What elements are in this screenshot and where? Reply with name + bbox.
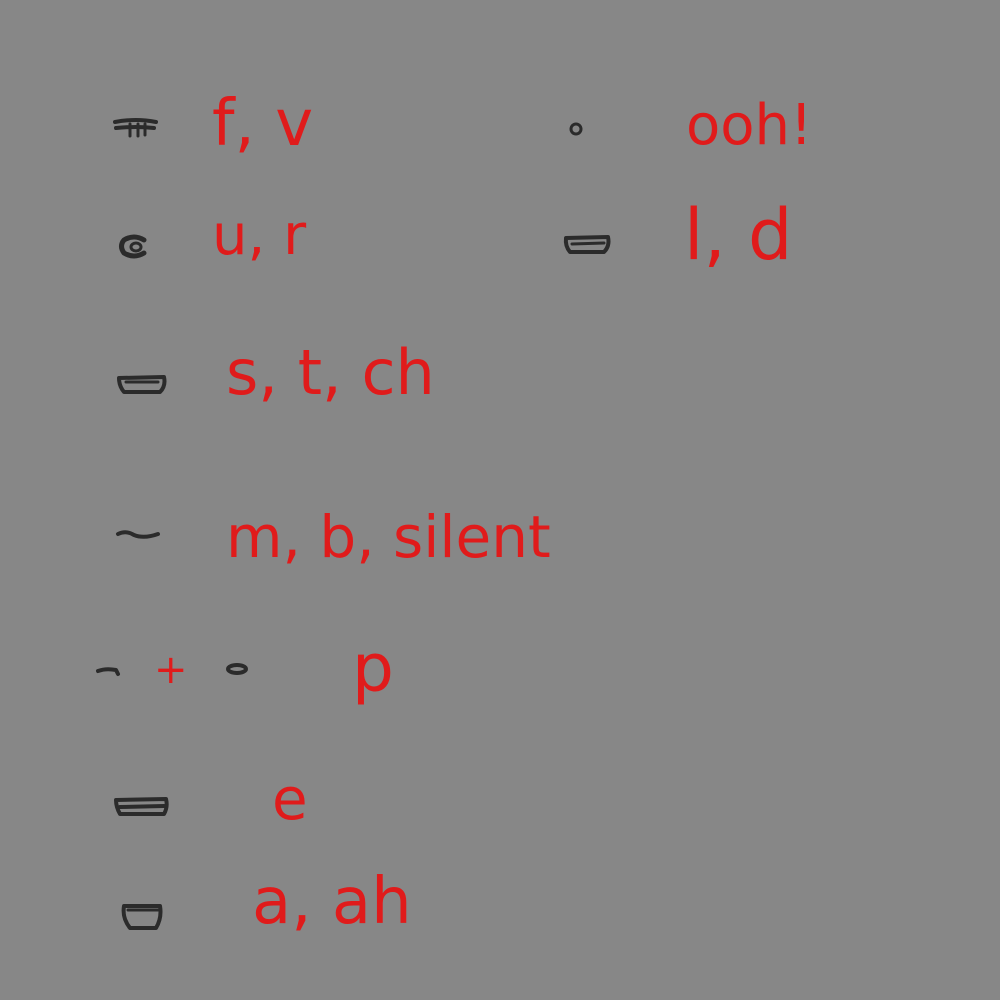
label-m-b-silent: m, b, silent [226,503,551,571]
mouth-aah-icon [121,904,163,930]
plus-sign: + [154,647,188,693]
mouth-ld-icon [563,235,611,254]
mouth-p-closed-icon [96,667,120,676]
label-l-d: l, d [684,194,793,276]
label-a-ah: a, ah [252,865,412,939]
mouth-mb-icon [116,530,160,539]
mouth-e-icon [114,797,169,816]
mouth-ooh-icon [569,122,583,136]
mouth-fv-icon [113,118,158,138]
label-p: p [352,630,394,707]
label-f-v: f, v [212,87,314,161]
label-s-t-ch: s, t, ch [226,336,435,409]
mouth-p-open-icon [226,663,248,675]
mouth-ur-icon [119,234,147,259]
label-ooh: ooh! [686,93,813,158]
label-u-r: u, r [212,203,307,268]
label-e: e [272,765,308,833]
mouth-stch-icon [117,375,167,394]
